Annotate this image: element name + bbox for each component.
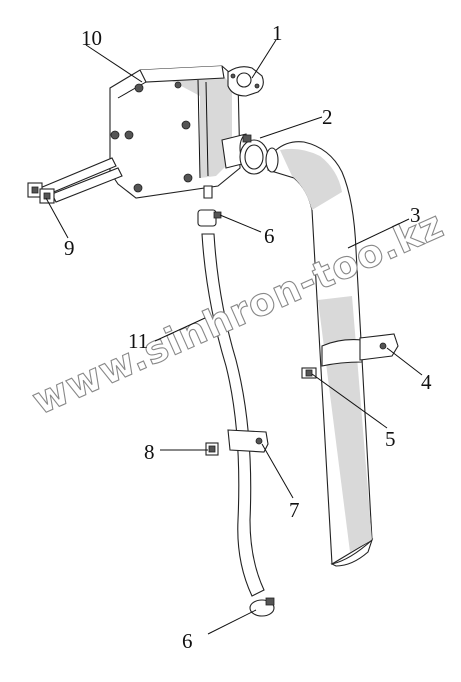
hose-clamp-lower xyxy=(249,597,275,617)
bolt-5 xyxy=(301,367,317,379)
bolt-8 xyxy=(205,442,219,456)
mounting-bolts xyxy=(27,157,123,204)
callout-label-7: 7 xyxy=(289,498,300,522)
callout-label-5: 5 xyxy=(385,427,396,451)
callout-label-8: 8 xyxy=(144,440,155,464)
leader-lines xyxy=(45,39,423,635)
callout-label-3: 3 xyxy=(410,203,421,227)
callout-label-10: 10 xyxy=(81,26,102,50)
hose-clamp-upper xyxy=(197,209,222,227)
hose-bracket xyxy=(227,429,269,453)
callout-label-6-upper: 6 xyxy=(264,224,275,248)
callout-label-2: 2 xyxy=(322,105,333,129)
callout-label-4: 4 xyxy=(421,370,432,394)
callout-label-6-lower: 6 xyxy=(182,629,193,653)
callout-label-1: 1 xyxy=(272,21,283,45)
callout-label-9: 9 xyxy=(64,236,75,260)
drain-hose xyxy=(201,233,265,597)
callout-label-11: 11 xyxy=(128,329,148,353)
pipe-clamp-bracket xyxy=(321,333,399,367)
gasket xyxy=(227,66,264,97)
pipe-clamp xyxy=(239,134,269,175)
